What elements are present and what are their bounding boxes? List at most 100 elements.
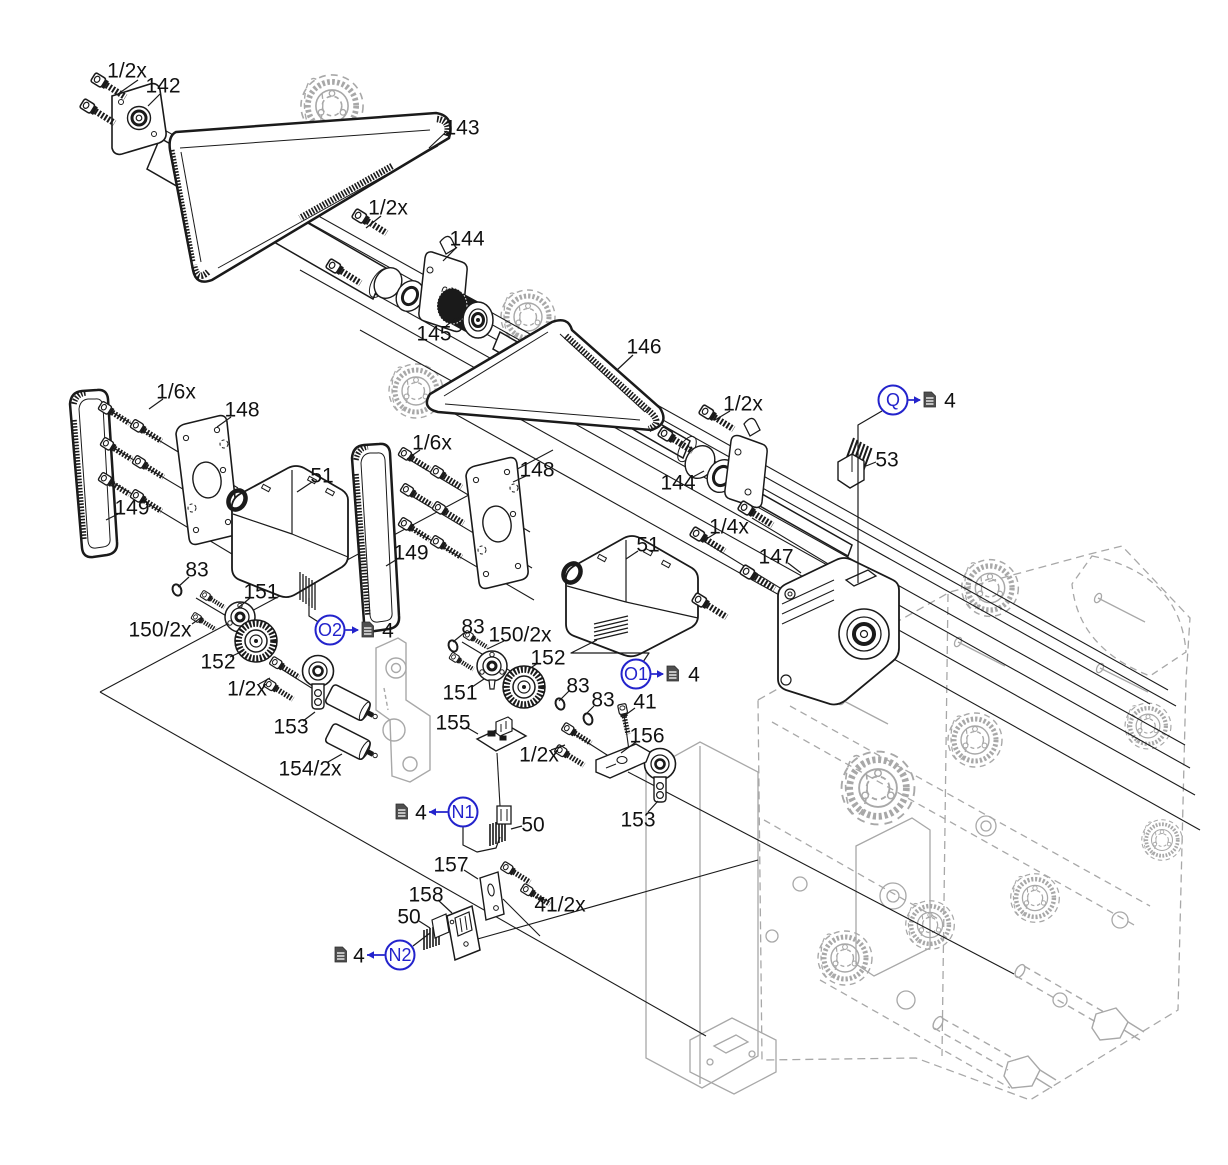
leader-line xyxy=(534,896,549,902)
part-label-83: 83 xyxy=(591,689,614,712)
callout-arrowhead-O2 xyxy=(352,626,359,634)
callout-arrowhead-Q xyxy=(914,396,921,404)
part-label-145: 145 xyxy=(416,323,451,346)
leader-line xyxy=(787,562,802,574)
part-label-142: 142 xyxy=(145,75,180,98)
belt-149-left xyxy=(68,388,119,559)
part-label-143: 143 xyxy=(444,117,479,140)
part-label-148: 148 xyxy=(224,399,259,422)
leader-line xyxy=(620,741,637,754)
leader-line xyxy=(258,677,271,685)
part-label-148: 148 xyxy=(519,459,554,482)
connector-53 xyxy=(837,437,873,489)
part-label-149: 149 xyxy=(393,542,428,565)
connector-50-n2 xyxy=(423,913,450,950)
motor-51-left xyxy=(226,465,349,610)
part-label-152: 152 xyxy=(530,647,565,670)
leader-line xyxy=(512,475,527,483)
part-label-41-2x: 41/2x xyxy=(534,894,586,917)
leader-line xyxy=(216,416,232,428)
part-label-41: 41 xyxy=(633,691,656,714)
leader-line xyxy=(418,920,431,929)
leader-line xyxy=(117,79,139,95)
part-label-83: 83 xyxy=(185,559,208,582)
leader-line xyxy=(105,512,121,521)
leader-line xyxy=(486,640,505,650)
part-label-154-2x: 154/2x xyxy=(278,758,342,781)
belt-149-mid xyxy=(350,442,401,633)
part-label-1-2x: 1/2x xyxy=(107,60,147,83)
part-label-149: 149 xyxy=(114,497,149,520)
sensor-bracket-156 xyxy=(595,743,651,779)
part-label-1-6x: 1/6x xyxy=(156,381,196,404)
callout-arrowhead-O1 xyxy=(657,670,664,678)
leader-line xyxy=(463,869,479,880)
ghost-bracket xyxy=(375,637,431,783)
ghost-shafts xyxy=(932,963,1145,1089)
manual-page-icon xyxy=(395,803,409,820)
leader-line xyxy=(296,481,313,493)
manual-page-icon xyxy=(334,946,348,963)
part-label-83: 83 xyxy=(461,616,484,639)
callout-wire-N2 xyxy=(412,932,431,947)
part-label-150-2x: 150/2x xyxy=(488,624,552,647)
leader-line xyxy=(625,550,639,560)
board-158 xyxy=(446,904,481,962)
belt-146 xyxy=(425,319,665,433)
callout-wire-O2 xyxy=(308,598,321,624)
callout-letter-O1: O1 xyxy=(624,664,648,684)
gear-145 xyxy=(436,287,494,339)
callout-letter-O2: O2 xyxy=(318,620,342,640)
leader-line xyxy=(327,753,343,763)
motor-plate-148-left xyxy=(175,414,239,546)
part-label-152: 152 xyxy=(200,651,235,674)
leader-line xyxy=(365,215,382,229)
callout-wire-Q xyxy=(857,410,883,583)
leader-line xyxy=(437,899,453,914)
part-label-150-2x: 150/2x xyxy=(128,619,192,642)
leader-line xyxy=(528,662,539,670)
leader-line xyxy=(302,711,316,722)
leader-line xyxy=(177,576,190,588)
leader-line xyxy=(690,470,705,479)
callout-wire-N1 xyxy=(462,826,501,853)
stepper-motor-147 xyxy=(777,557,900,706)
leader-line xyxy=(229,650,244,658)
callout-arrowhead-N2 xyxy=(367,951,374,959)
part-label-153: 153 xyxy=(620,809,655,832)
callout-ref-number-O1: 4 xyxy=(688,664,700,687)
part-label-151: 151 xyxy=(442,682,477,705)
leader-line xyxy=(510,825,523,830)
leader-line xyxy=(865,461,877,467)
part-label-155: 155 xyxy=(435,712,470,735)
leader-line xyxy=(584,705,595,716)
callout-circle-N1 xyxy=(447,796,479,828)
manual-page-icon xyxy=(923,391,937,408)
part-label-50: 50 xyxy=(521,814,544,837)
callout-letter-N1: N1 xyxy=(451,802,474,822)
part-label-51: 51 xyxy=(310,465,333,488)
part-label-50: 50 xyxy=(397,906,420,929)
callout-wire-O1 xyxy=(570,639,650,666)
part-label-1-2x: 1/2x xyxy=(519,744,559,767)
callout-circle-N2 xyxy=(384,939,416,971)
leader-line xyxy=(148,398,164,410)
leader-line xyxy=(623,707,636,717)
sensor-board-155 xyxy=(475,716,528,752)
manual-page-icon xyxy=(666,665,680,682)
part-label-1-2x: 1/2x xyxy=(723,393,763,416)
part-label-146: 146 xyxy=(626,336,661,359)
leader-line xyxy=(147,93,161,107)
callout-circle-O2 xyxy=(314,614,346,646)
callout-ref-number-Q: 4 xyxy=(944,390,956,413)
leader-line xyxy=(465,726,479,735)
leader-line xyxy=(616,354,634,371)
part-label-51: 51 xyxy=(636,534,659,557)
part-label-158: 158 xyxy=(408,884,443,907)
callout-circle-O1 xyxy=(620,658,652,690)
connector-50-n1 xyxy=(489,805,512,846)
part-label-1-2x: 1/2x xyxy=(227,678,267,701)
part-label-151: 151 xyxy=(243,581,278,604)
